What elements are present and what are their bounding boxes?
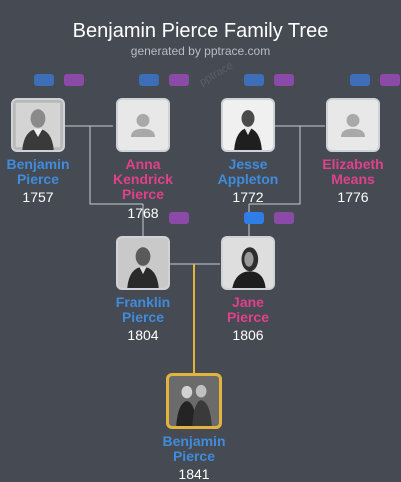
expand-spouse-button[interactable] <box>169 74 189 86</box>
person-photo-franklin-pierce[interactable] <box>116 236 170 290</box>
person-name-anna-kendrick-pierce[interactable]: Anna Kendrick Pierce <box>113 156 173 202</box>
person-photo-elizabeth-means[interactable] <box>326 98 380 152</box>
person-year: 1772 <box>232 189 264 205</box>
person-year: 1841 <box>178 466 210 482</box>
portrait-image <box>13 100 63 150</box>
person-photo-benjamin-pierce-1757[interactable] <box>11 98 65 152</box>
person-photo-jane-pierce[interactable] <box>221 236 275 290</box>
page-title: Benjamin Pierce Family Tree <box>72 20 329 42</box>
expand-spouse-button[interactable] <box>274 212 294 224</box>
page-subtitle: generated by pptrace.com <box>130 44 271 58</box>
person-name-franklin-pierce[interactable]: Franklin Pierce <box>115 294 171 325</box>
expand-spouse-button[interactable] <box>274 74 294 86</box>
expand-spouse-button[interactable] <box>169 212 189 224</box>
person-name-elizabeth-means[interactable]: Elizabeth Means <box>322 156 384 187</box>
person-year: 1776 <box>337 189 369 205</box>
person-photo-anna-kendrick-pierce[interactable] <box>116 98 170 152</box>
portrait-image <box>118 238 168 288</box>
placeholder-avatar-icon <box>118 100 168 150</box>
person-photo-benjamin-pierce-1841[interactable] <box>166 373 222 429</box>
expand-parents-button[interactable] <box>244 74 264 86</box>
portrait-image <box>223 100 273 150</box>
person-year: 1804 <box>127 327 159 343</box>
portrait-image <box>223 238 273 288</box>
person-photo-jesse-appleton[interactable] <box>221 98 275 152</box>
expand-parents-button[interactable] <box>34 74 54 86</box>
expand-parents-button[interactable] <box>139 74 159 86</box>
person-name-jesse-appleton[interactable]: Jesse Appleton <box>217 156 279 187</box>
person-year: 1768 <box>127 205 159 221</box>
expand-parents-button[interactable] <box>244 212 264 224</box>
person-name-benjamin-pierce-1841[interactable]: Benjamin Pierce <box>162 433 226 464</box>
placeholder-avatar-icon <box>328 100 378 150</box>
person-year: 1806 <box>232 327 264 343</box>
connector-line <box>89 126 143 205</box>
person-name-benjamin-pierce-1757[interactable]: Benjamin Pierce <box>6 156 70 187</box>
expand-parents-button[interactable] <box>350 74 370 86</box>
person-name-jane-pierce[interactable]: Jane Pierce <box>226 294 270 325</box>
person-year: 1757 <box>22 189 54 205</box>
connector-line <box>249 126 301 205</box>
portrait-image <box>169 376 219 426</box>
expand-spouse-button[interactable] <box>64 74 84 86</box>
expand-spouse-button[interactable] <box>380 74 400 86</box>
